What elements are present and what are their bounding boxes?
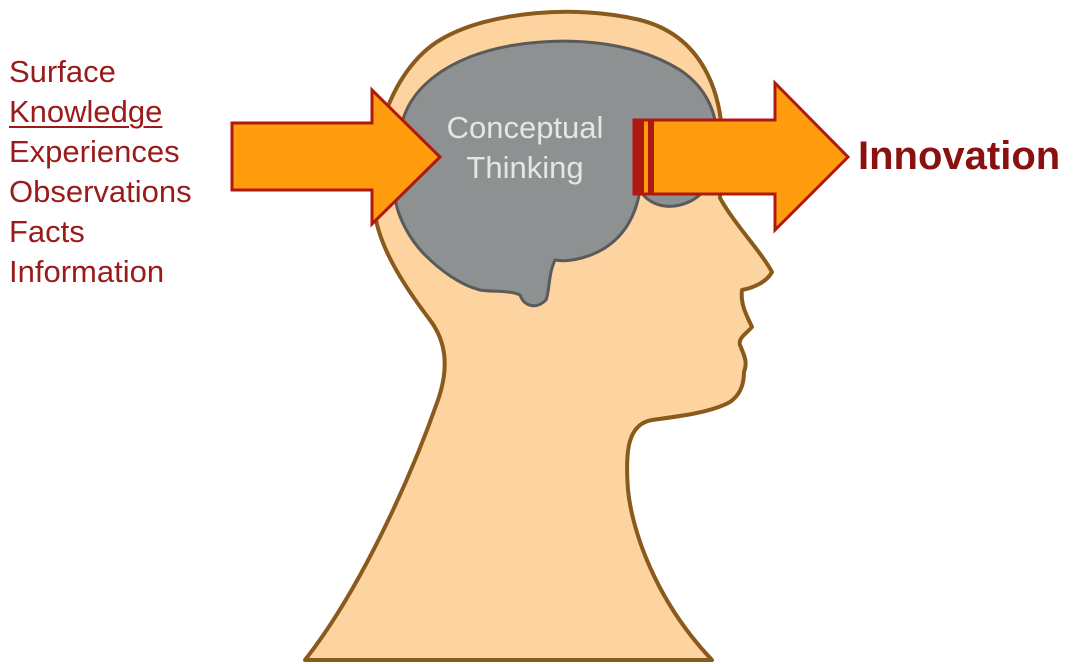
- input-item-experiences: Experiences: [9, 132, 192, 172]
- output-label: Innovation: [858, 132, 1060, 180]
- brain-label-line2: Thinking: [410, 148, 640, 188]
- output-arrow-band-right: [648, 120, 654, 194]
- input-item-knowledge: Knowledge: [9, 92, 192, 132]
- input-item-facts: Facts: [9, 212, 192, 252]
- input-item-surface: Surface: [9, 52, 192, 92]
- input-list: Surface Knowledge Experiences Observatio…: [9, 52, 192, 292]
- input-item-information: Information: [9, 252, 192, 292]
- brain-label: Conceptual Thinking: [410, 108, 640, 188]
- input-item-observations: Observations: [9, 172, 192, 212]
- brain-label-line1: Conceptual: [410, 108, 640, 148]
